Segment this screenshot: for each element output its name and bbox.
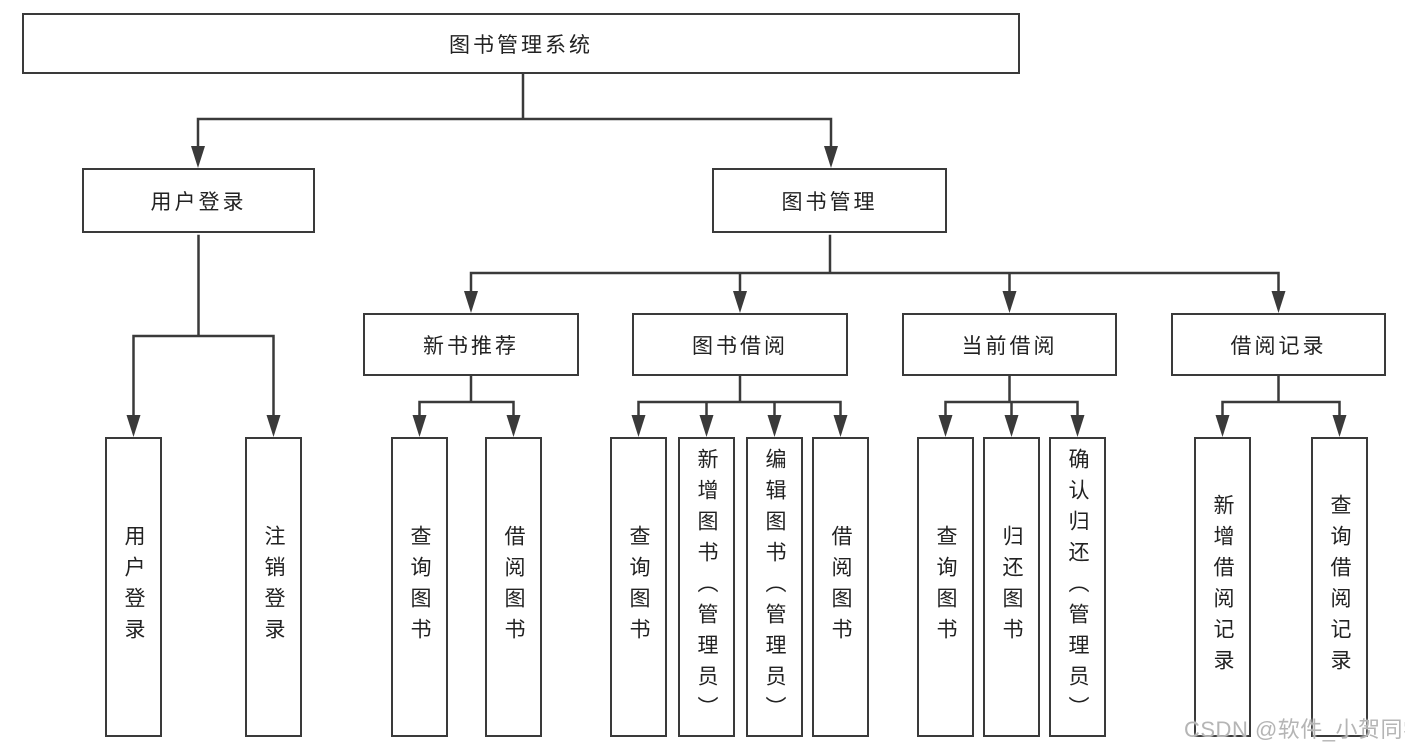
node-current-borrow-label: 当前借阅 — [961, 334, 1058, 358]
connector-records-to-leaves — [1215, 375, 1347, 437]
leaf-query-borrow-record: 查询借阅记录 — [1311, 437, 1368, 737]
connector-root-to-level2 — [191, 72, 838, 168]
connector-bookmgmt-to-level3 — [464, 234, 1286, 313]
leaf-borrow-books: 借阅图书 — [812, 437, 869, 737]
node-book-borrow: 图书借阅 — [632, 313, 848, 376]
connector-current-to-leaves — [938, 375, 1085, 437]
leaf-user-login-label: 用户登录 — [122, 525, 145, 649]
node-root-label: 图书管理系统 — [449, 33, 593, 57]
leaf-current-query-books: 查询图书 — [917, 437, 974, 737]
connector-newbook-to-leaves — [412, 375, 521, 437]
leaf-newbook-borrow-books-label: 借阅图书 — [502, 525, 525, 649]
node-user-login: 用户登录 — [82, 168, 315, 233]
node-new-book-recommend: 新书推荐 — [363, 313, 579, 376]
leaf-return-books-label: 归还图书 — [1000, 525, 1023, 649]
leaf-newbook-query-books-label: 查询图书 — [408, 525, 431, 649]
leaf-add-books-admin-label: 新增图书（管理员） — [695, 447, 718, 727]
node-new-book-recommend-label: 新书推荐 — [423, 334, 519, 358]
leaf-add-borrow-record-label: 新增借阅记录 — [1211, 494, 1234, 680]
leaf-edit-books-admin-label: 编辑图书（管理员） — [763, 447, 786, 727]
node-user-login-label: 用户登录 — [150, 190, 247, 214]
leaf-add-books-admin: 新增图书（管理员） — [678, 437, 735, 737]
leaf-return-books: 归还图书 — [983, 437, 1040, 737]
node-borrow-records: 借阅记录 — [1171, 313, 1386, 376]
leaf-confirm-return-admin: 确认归还（管理员） — [1049, 437, 1106, 737]
leaf-borrow-query-books-label: 查询图书 — [627, 525, 650, 649]
leaf-query-borrow-record-label: 查询借阅记录 — [1328, 494, 1351, 680]
leaf-edit-books-admin: 编辑图书（管理员） — [746, 437, 803, 737]
leaf-borrow-books-label: 借阅图书 — [829, 525, 852, 649]
csdn-watermark: CSDN @软件_小贺同学 — [1184, 717, 1405, 742]
node-book-management-label: 图书管理 — [781, 190, 878, 214]
leaf-borrow-query-books: 查询图书 — [610, 437, 667, 737]
node-root-system: 图书管理系统 — [22, 13, 1020, 74]
leaf-user-login: 用户登录 — [105, 437, 162, 737]
leaf-newbook-borrow-books: 借阅图书 — [485, 437, 542, 737]
leaf-logout: 注销登录 — [245, 437, 302, 737]
leaf-current-query-books-label: 查询图书 — [934, 525, 957, 649]
node-book-borrow-label: 图书借阅 — [692, 334, 788, 358]
leaf-newbook-query-books: 查询图书 — [391, 437, 448, 737]
node-borrow-records-label: 借阅记录 — [1230, 334, 1327, 358]
leaf-confirm-return-admin-label: 确认归还（管理员） — [1066, 447, 1089, 727]
node-current-borrow: 当前借阅 — [902, 313, 1117, 376]
node-book-management: 图书管理 — [712, 168, 947, 233]
connector-login-to-leaves — [126, 234, 281, 437]
leaf-add-borrow-record: 新增借阅记录 — [1194, 437, 1251, 737]
leaf-logout-label: 注销登录 — [262, 525, 285, 649]
connector-borrow-to-leaves — [631, 375, 848, 437]
